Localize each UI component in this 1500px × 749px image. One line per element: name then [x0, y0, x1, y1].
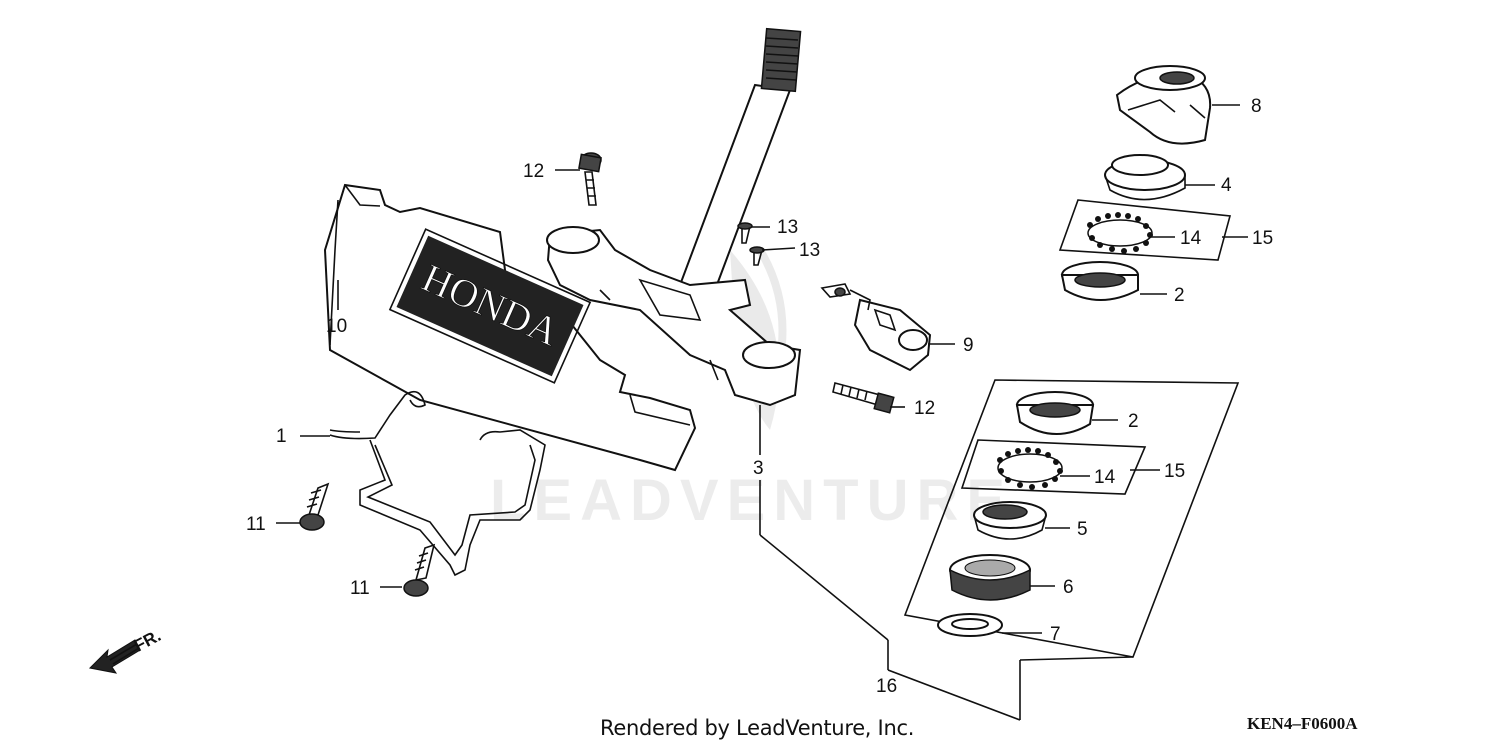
front-direction-arrow: FR. [88, 626, 164, 674]
callout-2-lower: 2 [1128, 411, 1139, 432]
callout-14-lower: 14 [1094, 467, 1116, 488]
callout-3: 3 [753, 458, 764, 479]
part-12-bolt-right[interactable] [832, 382, 895, 414]
part-3-steering-stem[interactable] [546, 27, 802, 407]
part-6-dust-seal[interactable] [949, 554, 1031, 601]
part-2-lower-outer-race[interactable] [1015, 391, 1095, 435]
part-9-ignition-switch[interactable] [820, 283, 932, 372]
part-5-lower-inner-race[interactable] [973, 501, 1047, 540]
part-4-upper-inner-race[interactable] [1104, 154, 1186, 201]
callout-5: 5 [1077, 519, 1088, 540]
diagram-code: KEN4–F0600A [1247, 714, 1358, 733]
watermark-text: LEADVENTURE [490, 468, 1013, 533]
callout-14-upper: 14 [1180, 228, 1202, 249]
part-13-screw-lower[interactable] [749, 246, 765, 266]
part-12-bolt-upper[interactable] [578, 152, 602, 206]
callout-12-right: 12 [914, 398, 935, 419]
part-11-bolt-lower[interactable] [403, 543, 436, 597]
part-15-lower-bearing-set [960, 439, 1147, 495]
callout-7: 7 [1050, 624, 1061, 645]
rendered-by-footer: Rendered by LeadVenture, Inc. [600, 716, 915, 740]
part-13-screw-upper[interactable] [737, 222, 753, 244]
callout-11-lower: 11 [350, 578, 370, 599]
part-10-stem-cover[interactable]: HONDA [323, 183, 697, 472]
callout-16: 16 [876, 676, 897, 697]
callout-2-upper: 2 [1174, 285, 1185, 306]
part-11-bolt-upper[interactable] [299, 482, 330, 531]
part-2-upper-outer-race[interactable] [1060, 261, 1139, 301]
callout-8: 8 [1251, 96, 1262, 117]
part-7-dust-seal-washer[interactable] [937, 613, 1003, 637]
part-14-lower-ball-retainer[interactable] [997, 447, 1063, 490]
callout-4: 4 [1221, 175, 1232, 196]
callout-6: 6 [1063, 577, 1074, 598]
callout-1: 1 [276, 426, 287, 447]
part-15-upper-bearing-set [1058, 199, 1232, 261]
part-8-steering-stem-nut[interactable] [1115, 65, 1212, 145]
callout-15-lower: 15 [1164, 461, 1185, 482]
callout-11-upper: 11 [246, 514, 266, 535]
callout-labels: 1 2 2 3 4 5 6 7 8 9 10 11 11 12 12 13 13… [246, 96, 1273, 697]
callout-9: 9 [963, 335, 974, 356]
callout-13-lower: 13 [799, 240, 820, 261]
callout-15-upper: 15 [1252, 228, 1273, 249]
callout-10: 10 [326, 316, 347, 337]
leader-lines [276, 104, 1248, 721]
callout-12-upper: 12 [523, 161, 544, 182]
part-14-upper-ball-retainer[interactable] [1087, 212, 1153, 254]
callout-13-upper: 13 [777, 217, 798, 238]
part-1-wire-bracket[interactable] [329, 390, 546, 577]
